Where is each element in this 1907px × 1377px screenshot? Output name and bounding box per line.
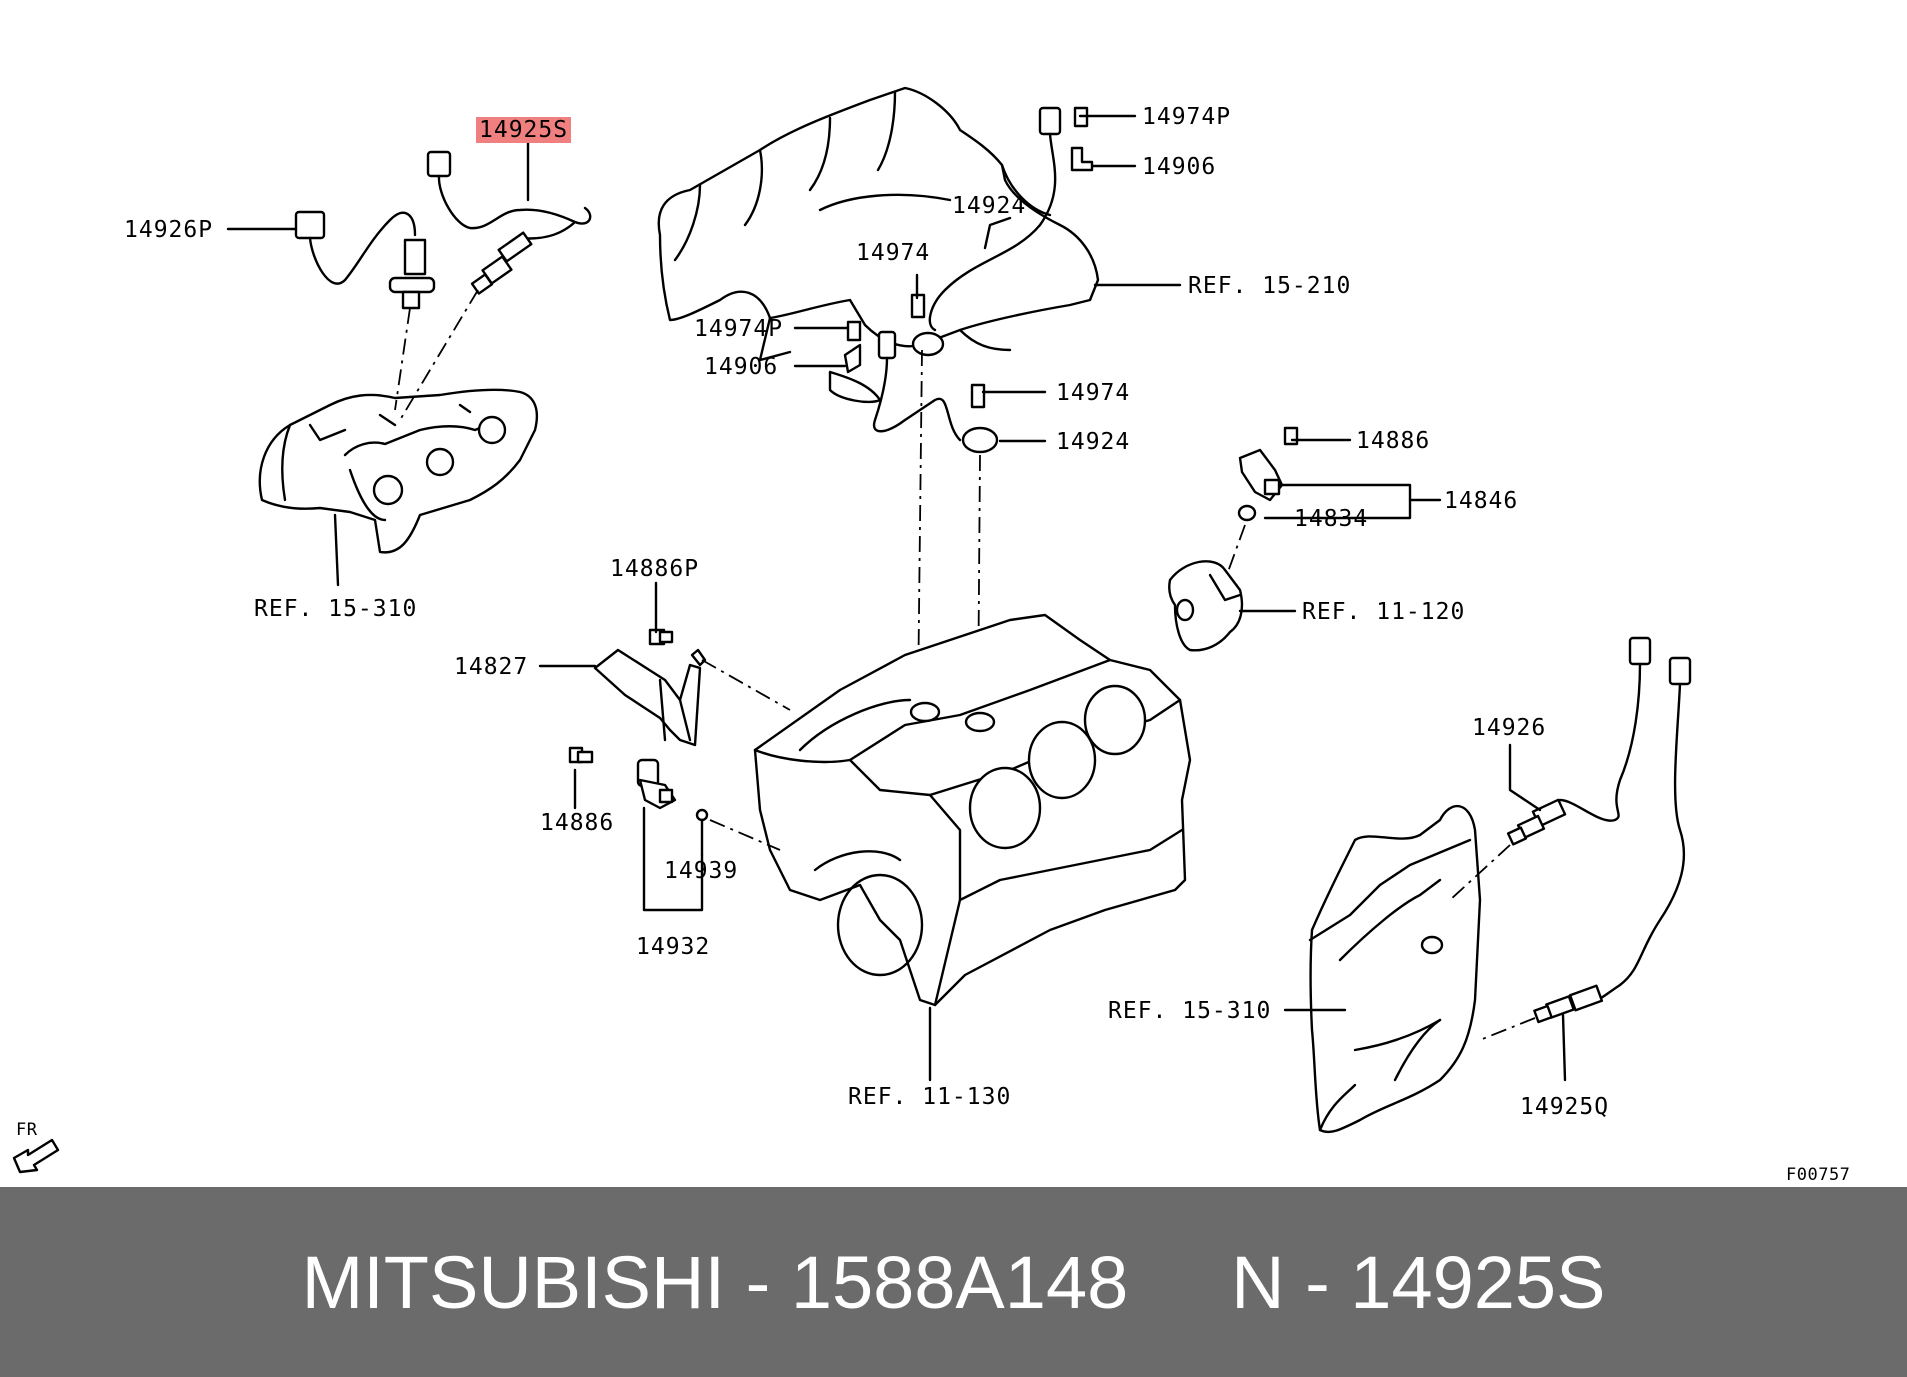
ref-number: 14925S <box>1350 1240 1606 1324</box>
callout-14906-mid: 14906 <box>704 354 779 380</box>
engine-block <box>753 613 1192 1007</box>
caption-text: MITSUBISHI - 1588A148 N - 14925S <box>301 1240 1606 1324</box>
callout-ref-15-210: REF. 15-210 <box>1188 273 1352 299</box>
leader-lines <box>226 114 1567 1082</box>
o2-sensor-lower-right <box>1449 636 1692 1041</box>
figure-code: F00757 <box>1786 1165 1851 1185</box>
parts-diagram: 14925S 14926P 14974P 14906 14924 14974 R… <box>12 86 1851 1185</box>
callout-14827: 14827 <box>454 654 529 680</box>
crank-angle-sensor <box>568 746 781 851</box>
caption-bar: MITSUBISHI - 1588A148 N - 14925S <box>0 1187 1907 1377</box>
callout-14846: 14846 <box>1444 488 1519 514</box>
callout-14886p: 14886P <box>610 556 700 582</box>
knock-sensor-harness <box>828 106 1094 711</box>
callout-14926: 14926 <box>1472 715 1547 741</box>
callout-14906-top: 14906 <box>1142 154 1217 180</box>
callout-14932: 14932 <box>636 934 711 960</box>
front-direction-arrow-icon <box>12 1138 60 1174</box>
callout-14939: 14939 <box>664 858 739 884</box>
callout-ref-15-310-left: REF. 15-310 <box>254 596 418 622</box>
callout-14974p-top: 14974P <box>1142 104 1232 130</box>
callout-14886-left: 14886 <box>540 810 615 836</box>
brand-name: MITSUBISHI <box>301 1240 726 1324</box>
front-label: FR <box>16 1120 38 1140</box>
callout-14886-right: 14886 <box>1356 428 1431 454</box>
callout-14974-top: 14974 <box>856 240 931 266</box>
cylinder-head <box>657 86 1100 362</box>
callout-14925q: 14925Q <box>1520 1094 1610 1120</box>
callout-14924-top: 14924 <box>952 193 1027 219</box>
callout-ref-15-310-right: REF. 15-310 <box>1108 998 1272 1024</box>
callout-ref-11-120: REF. 11-120 <box>1302 599 1466 625</box>
callout-14924-mid: 14924 <box>1056 429 1131 455</box>
cam-position-sensor <box>1168 426 1299 652</box>
callout-14925s: 14925S <box>476 117 572 143</box>
sensor-bracket <box>593 628 791 747</box>
callout-14974-mid: 14974 <box>1056 380 1131 406</box>
exhaust-manifold-right <box>1308 804 1482 1134</box>
ref-prefix: N <box>1231 1240 1285 1324</box>
exhaust-manifold-left <box>258 388 539 554</box>
callout-14974p-mid: 14974P <box>694 316 784 342</box>
callout-14926p: 14926P <box>124 217 214 243</box>
callout-ref-11-130: REF. 11-130 <box>848 1084 1012 1110</box>
callout-14834: 14834 <box>1294 506 1369 532</box>
part-number: 1588A148 <box>790 1240 1129 1324</box>
o2-sensor-upper-left <box>294 150 592 421</box>
diagram-drawing <box>12 86 1692 1174</box>
